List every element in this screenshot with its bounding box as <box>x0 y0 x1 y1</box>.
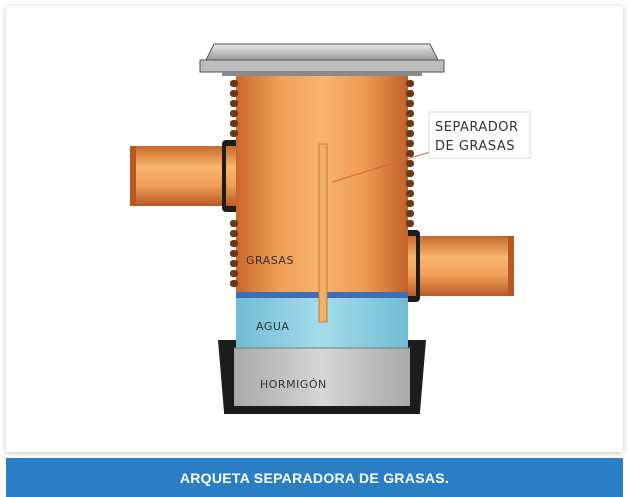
left-ribs <box>230 80 238 287</box>
right-rib <box>406 210 414 217</box>
right-rib <box>406 170 414 177</box>
lid <box>199 43 445 76</box>
separator-label-line-1: SEPARADOR <box>435 120 519 135</box>
left-rib <box>230 250 238 257</box>
left-rib <box>230 220 238 227</box>
right-rib <box>406 200 414 207</box>
separator-label-line-2: DE GRASAS <box>435 139 515 154</box>
right-rib <box>406 190 414 197</box>
right-rib <box>406 160 414 167</box>
caption-text: ARQUETA SEPARADORA DE GRASAS. <box>179 469 450 486</box>
separator-pointer-line <box>331 151 431 183</box>
right-rib <box>406 110 414 117</box>
right-ribs <box>406 80 414 227</box>
grease-label: GRASAS <box>246 254 294 267</box>
right-rib <box>406 140 414 147</box>
water-label: AGUA <box>256 320 289 333</box>
grease-separator-diagram: SEPARADOR DE GRASAS GRASAS AGUA HORMIGÓN <box>130 43 531 414</box>
caption-bar: ARQUETA SEPARADORA DE GRASAS. <box>6 458 623 497</box>
concrete-layer <box>234 348 410 406</box>
left-rib <box>230 270 238 277</box>
outlet-pipe <box>396 230 514 302</box>
right-rib <box>406 220 414 227</box>
right-rib <box>406 120 414 127</box>
left-rib <box>230 280 238 287</box>
separator-label-box <box>428 111 531 159</box>
left-rib <box>230 110 238 117</box>
inlet-pipe <box>130 140 246 212</box>
left-rib <box>230 120 238 127</box>
right-rib <box>406 180 414 187</box>
base-ring <box>218 340 426 414</box>
concrete-label: HORMIGÓN <box>260 378 327 391</box>
right-rib <box>406 80 414 87</box>
right-rib <box>406 150 414 157</box>
right-rib <box>406 130 414 137</box>
left-rib <box>230 230 238 237</box>
left-rib <box>230 260 238 267</box>
right-rib <box>406 90 414 97</box>
left-rib <box>230 100 238 107</box>
baffle-plate <box>318 143 328 323</box>
left-rib <box>230 130 238 137</box>
right-rib <box>406 100 414 107</box>
left-rib <box>230 90 238 97</box>
left-rib <box>230 240 238 247</box>
left-rib <box>230 80 238 87</box>
